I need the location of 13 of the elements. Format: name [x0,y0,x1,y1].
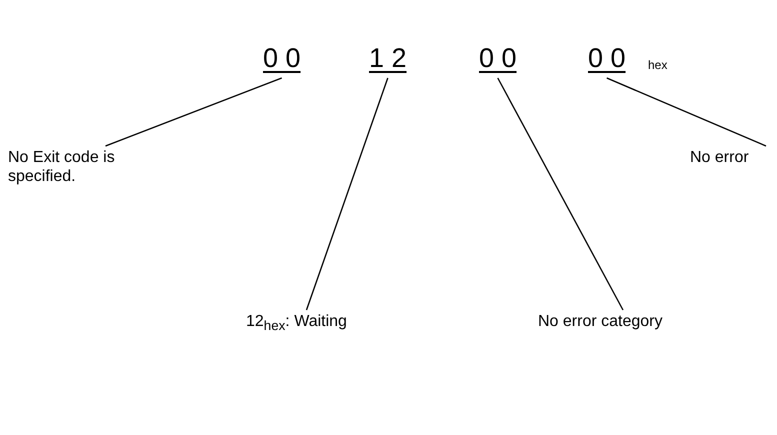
annotation-text: No Exit code is specified. [8,148,158,186]
hex-byte-digits: 1 2 [369,45,407,72]
leader-line [105,77,282,147]
hex-byte-digits: 0 0 [588,45,626,72]
leader-line [606,77,766,147]
hex-byte-digits: 0 0 [263,45,301,72]
leader-line [306,78,388,310]
unit-label: hex [648,58,668,72]
annotation-text: 12$_{hex}$: Waiting [246,312,356,334]
leader-line [497,78,624,310]
annotation-text: No error category [538,312,708,332]
hex-byte-digits: 0 0 [479,45,517,72]
annotation-text: No error [690,148,770,168]
